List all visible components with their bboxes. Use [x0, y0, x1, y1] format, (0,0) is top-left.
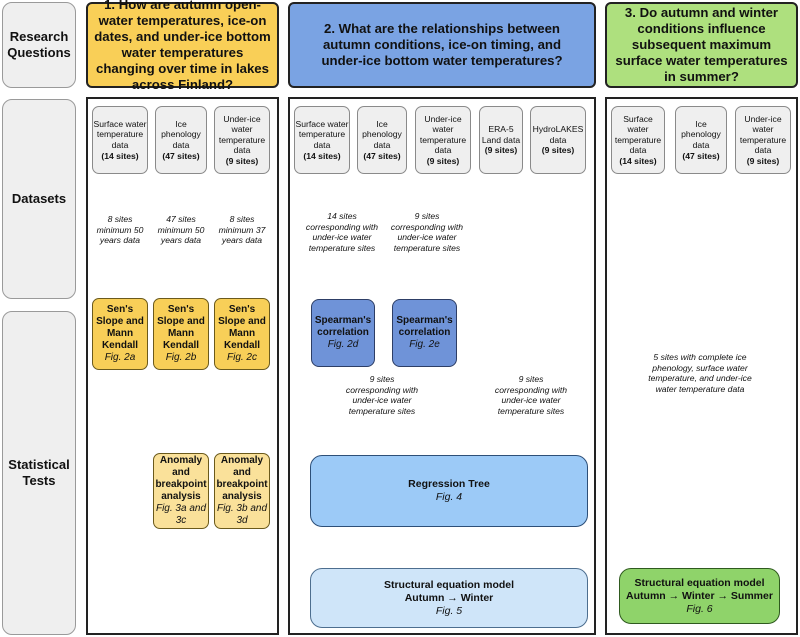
- dataset-under-ice-p2: Under-ice water temperature data(9 sites…: [415, 106, 471, 174]
- note-p1-ice: 47 sites minimum 50 years data: [156, 214, 206, 246]
- dataset-hydrolakes: HydroLAKES data(9 sites): [530, 106, 586, 174]
- note-p2-era: 9 sites corresponding with under-ice wat…: [491, 374, 571, 417]
- dataset-under-ice-p1: Under-ice water temperature data(9 sites…: [214, 106, 270, 174]
- note-p2-ice: 9 sites corresponding with under-ice wat…: [342, 374, 422, 417]
- note-p2-left: 14 sites corresponding with under-ice wa…: [302, 211, 382, 254]
- dataset-under-ice-p3: Under-ice water temperature data(9 sites…: [735, 106, 791, 174]
- row-label-research-questions: Research Questions: [2, 2, 76, 88]
- research-question-1: 1. How are autumn open-water temperature…: [86, 0, 279, 92]
- note-p1-surface: 8 sites minimum 50 years data: [96, 214, 144, 246]
- dataset-surface-water-p3: Surface water temperature data(14 sites): [611, 106, 665, 174]
- research-question-2: 2. What are the relationships between au…: [288, 2, 596, 88]
- dataset-ice-phenology-p1: Ice phenology data(47 sites): [155, 106, 207, 174]
- dataset-era5-land: ERA-5 Land data(9 sites): [479, 106, 523, 174]
- note-p1-underice: 8 sites minimum 37 years data: [218, 214, 266, 246]
- dataset-ice-phenology-p3: Ice phenology data(47 sites): [675, 106, 727, 174]
- row-label-statistical-tests: Statistical Tests: [2, 311, 76, 635]
- dataset-surface-water-p1: Surface water temperature data(14 sites): [92, 106, 148, 174]
- row-label-datasets: Datasets: [2, 99, 76, 299]
- dataset-ice-phenology-p2: Ice phenology data(47 sites): [357, 106, 407, 174]
- note-p3: 5 sites with complete ice phenology, sur…: [640, 352, 760, 395]
- research-question-3: 3. Do autumn and winter conditions influ…: [605, 2, 798, 88]
- dataset-surface-water-p2: Surface water temperature data(14 sites): [294, 106, 350, 174]
- note-p2-mid: 9 sites corresponding with under-ice wat…: [389, 211, 465, 254]
